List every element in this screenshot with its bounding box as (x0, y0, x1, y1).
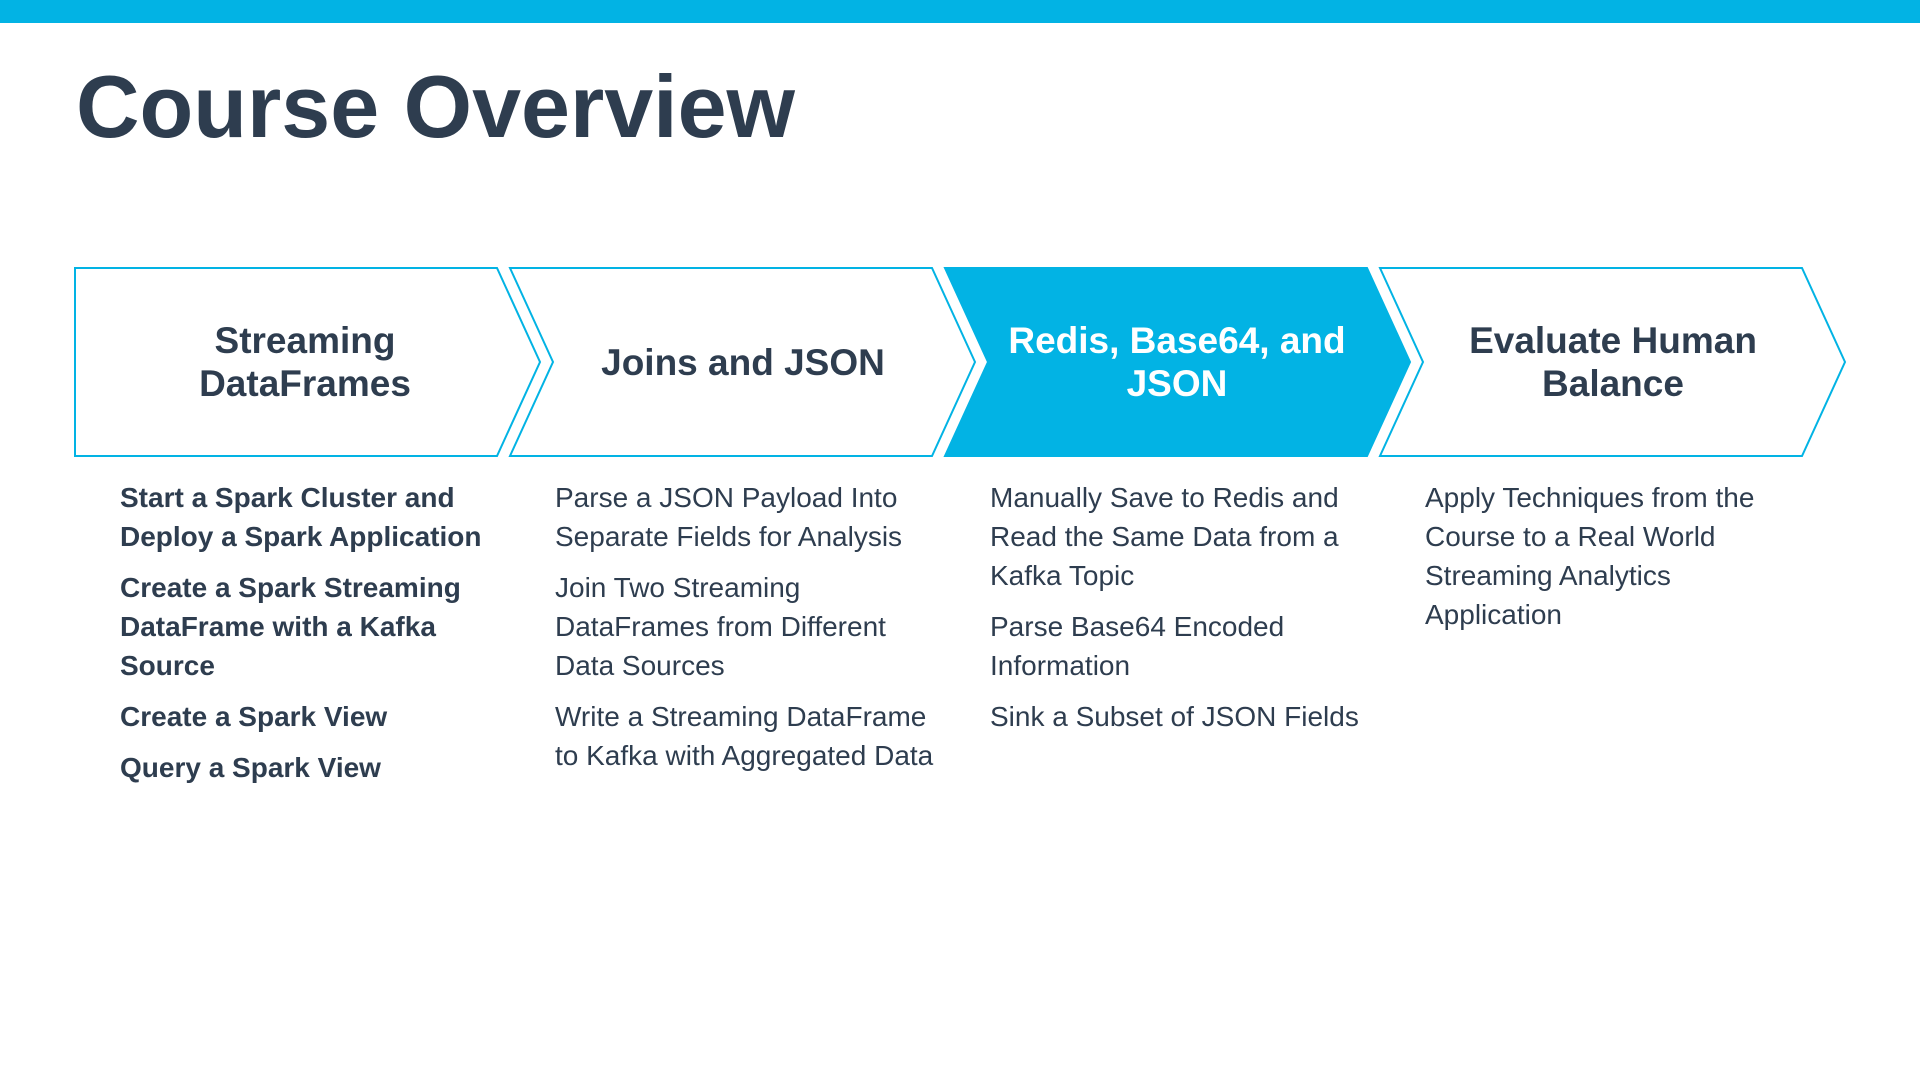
step-4-topics: Apply Techniques from the Course to a Re… (1425, 478, 1805, 646)
step-2-label: Joins and JSON (601, 341, 885, 383)
top-accent-bar (0, 0, 1920, 23)
step-2-topics: Parse a JSON Payload Into Separate Field… (555, 478, 935, 787)
topic-item: Apply Techniques from the Course to a Re… (1425, 482, 1755, 630)
topic-item: Start a Spark Cluster and Deploy a Spark… (120, 482, 482, 552)
topic-item: Write a Streaming DataFrame to Kafka wit… (555, 701, 934, 771)
step-4-label: Evaluate Human Balance (1469, 320, 1757, 404)
topic-item: Parse a JSON Payload Into Separate Field… (555, 482, 903, 552)
topic-item: Create a Spark View (120, 701, 388, 732)
topic-item: Query a Spark View (120, 752, 381, 783)
topic-item: Join Two Streaming DataFrames from Diffe… (555, 572, 886, 681)
step-1-topics: Start a Spark Cluster and Deploy a Spark… (120, 478, 500, 799)
step-3-topics: Manually Save to Redis and Read the Same… (990, 478, 1370, 748)
topic-item: Parse Base64 Encoded Information (990, 611, 1285, 681)
step-1-label: Streaming DataFrames (199, 320, 411, 404)
step-3-label: Redis, Base64, and JSON (1008, 320, 1346, 404)
topic-item: Sink a Subset of JSON Fields (990, 701, 1359, 732)
page-title: Course Overview (76, 57, 795, 156)
topic-item: Create a Spark Streaming DataFrame with … (120, 572, 461, 681)
topic-item: Manually Save to Redis and Read the Same… (990, 482, 1339, 591)
